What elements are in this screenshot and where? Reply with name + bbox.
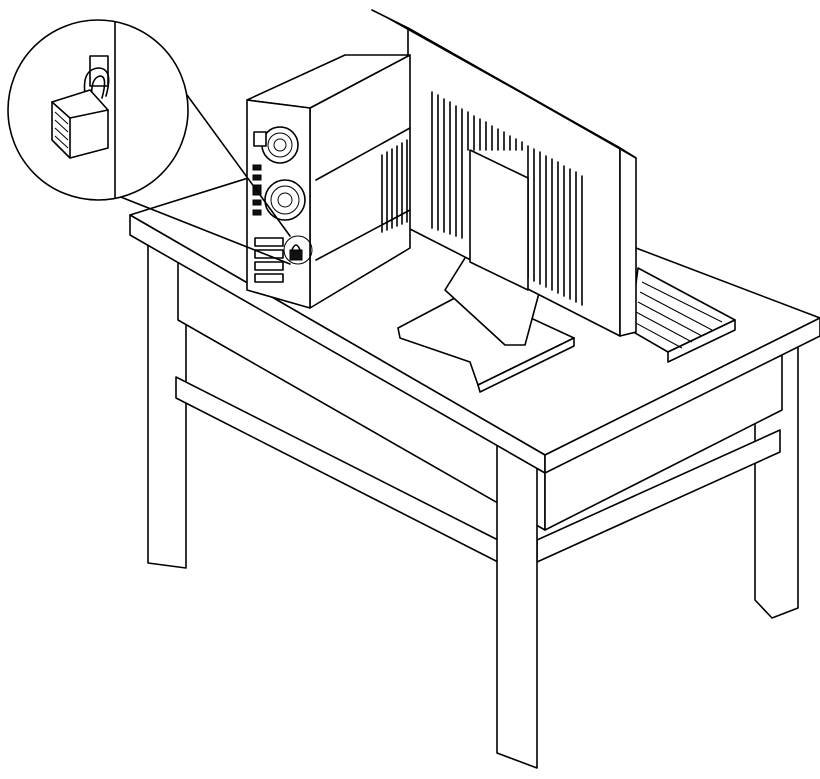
padlock-shackle (83, 67, 110, 101)
tower-expansion-slots (254, 237, 284, 283)
monitor-side (619, 147, 637, 337)
monitor-top (371, 9, 637, 159)
tower-psu-fan (261, 126, 299, 164)
desk-top-edge-right (544, 317, 820, 474)
lock-location-marker (283, 235, 313, 265)
callout-leader-bottom (97, 187, 291, 265)
tower-side-vents (381, 139, 408, 233)
desk-leg-front (496, 444, 538, 769)
monitor-vents (431, 91, 583, 306)
tower-io-port (252, 174, 262, 181)
computer-tower (246, 54, 411, 309)
tower-io-port (252, 164, 262, 171)
padlock-icon (51, 89, 109, 159)
tower-io-port (252, 209, 262, 216)
tower-io-port (252, 199, 262, 206)
monitor-base-edge (477, 337, 575, 393)
monitor-mount-plate (469, 149, 529, 291)
padlock-small (289, 249, 303, 261)
tower-power-connector (253, 131, 267, 147)
keyboard (629, 267, 736, 363)
keyboard-edge (667, 319, 736, 363)
zoom-callout (7, 19, 291, 265)
monitor (371, 9, 637, 393)
